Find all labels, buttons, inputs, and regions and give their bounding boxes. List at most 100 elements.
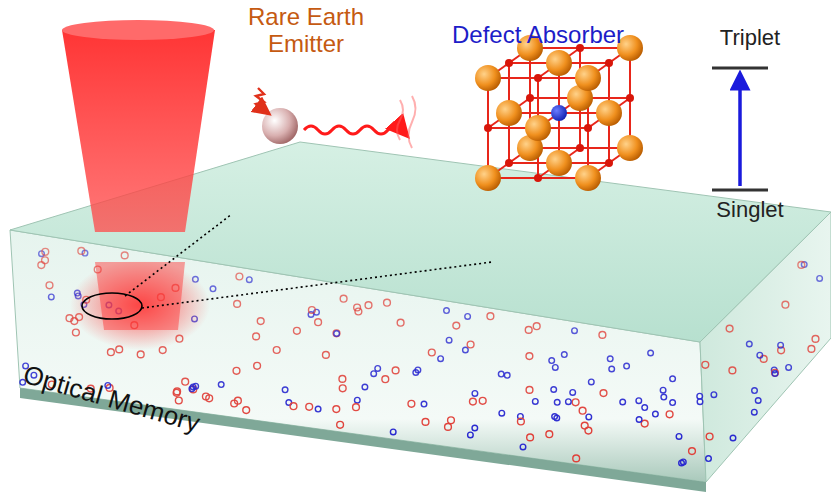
emitter-dot <box>666 411 673 418</box>
emitter-dot <box>445 424 452 431</box>
emitter-dot <box>353 404 360 411</box>
absorber-dot <box>549 358 555 364</box>
emitter-dot <box>333 330 340 337</box>
emitter-dot <box>600 390 607 397</box>
emitter-dot <box>479 397 486 404</box>
emitter-dot <box>726 325 733 332</box>
absorber-dot <box>642 405 648 411</box>
absorber-dot <box>772 371 778 377</box>
host-atom <box>525 115 551 141</box>
emitter-dot <box>121 252 128 259</box>
host-atom <box>496 100 522 126</box>
absorber-dot <box>504 373 510 379</box>
level-label: Singlet <box>695 198 805 223</box>
emitter-dot <box>339 376 346 383</box>
emitter-sphere <box>262 108 298 144</box>
absorber-dot <box>562 352 568 358</box>
emitter-dot <box>397 319 404 326</box>
absorber-dot <box>362 384 368 390</box>
host-atom <box>617 135 643 161</box>
emitter-dot <box>233 367 240 374</box>
emitter-label: Rare Earth Emitter <box>242 4 370 58</box>
emitter-dot <box>294 327 301 334</box>
emitter-dot <box>453 322 460 329</box>
absorber-dot <box>465 314 471 320</box>
absorber-dot <box>747 341 753 347</box>
emitter-dot <box>333 406 340 413</box>
absorber-dot <box>472 425 478 431</box>
emitter-dot <box>73 329 80 336</box>
absorber-label: Defect Absorber <box>452 22 672 49</box>
emitter-dot <box>729 367 736 374</box>
emitter-dot <box>254 362 261 369</box>
absorber-dot <box>697 393 703 399</box>
emitter-dot <box>182 378 189 385</box>
absorber-dot <box>551 387 557 393</box>
absorber-dot <box>413 370 419 376</box>
oxygen-atom <box>576 144 584 152</box>
absorber-dot <box>676 434 682 440</box>
emitter-dot <box>392 367 399 374</box>
emitter-dot <box>38 262 45 269</box>
emitter-dot <box>253 333 260 340</box>
absorber-dot <box>697 399 703 405</box>
absorber-dot <box>566 399 572 405</box>
emitter-dot <box>428 349 435 356</box>
emitter-dot <box>526 353 533 360</box>
oxygen-atom <box>584 124 592 132</box>
absorber-dot <box>607 356 613 362</box>
absorber-dot <box>554 400 560 406</box>
absorber-dot <box>653 411 659 417</box>
emitter-dot <box>518 418 525 425</box>
oxygen-atom <box>505 59 513 67</box>
emitter-dot <box>808 346 815 353</box>
absorber-dot <box>757 352 763 358</box>
absorber-dot <box>553 365 559 371</box>
emitter-dot <box>487 313 494 320</box>
absorber-dot <box>371 371 377 377</box>
emitter-dot <box>525 327 532 334</box>
absorber-dot <box>446 337 452 343</box>
absorber-dot <box>520 444 526 450</box>
laser-beam <box>62 30 215 232</box>
emitter-dot <box>772 369 779 376</box>
emitter-dot <box>290 403 297 410</box>
absorber-dot <box>421 401 427 407</box>
absorber-dot <box>636 398 642 404</box>
emitter-dot <box>689 448 696 455</box>
absorber-dot <box>681 459 687 465</box>
emitter-dot <box>408 400 415 407</box>
absorber-dot <box>190 384 196 390</box>
absorber-dot <box>463 347 469 353</box>
absorber-dot <box>390 429 396 435</box>
absorber-dot <box>660 387 666 393</box>
absorber-dot <box>711 392 717 398</box>
absorber-dot <box>218 382 224 388</box>
emitter-dot <box>599 332 606 339</box>
emitter-dot <box>137 351 144 358</box>
emitter-dot <box>46 282 53 289</box>
absorber-dot <box>315 406 321 412</box>
emitter-dot <box>206 395 213 402</box>
emitter-dot <box>234 301 241 308</box>
absorber-dot <box>670 400 676 406</box>
absorber-dot <box>636 417 642 423</box>
absorber-dot <box>778 342 784 348</box>
emitter-dot <box>573 455 580 462</box>
host-atom <box>546 50 572 76</box>
wavefront <box>397 96 416 148</box>
oxygen-atom <box>505 159 513 167</box>
defect-atom <box>551 105 567 121</box>
beam-glow <box>70 260 210 350</box>
emitter-dot <box>323 352 330 359</box>
host-atom <box>575 165 601 191</box>
level-line <box>712 67 768 70</box>
host-atom <box>475 65 501 91</box>
absorber-dot <box>468 432 474 438</box>
emitter-dot <box>273 347 280 354</box>
emitter-dot <box>579 407 586 414</box>
absorber-dot <box>752 409 758 415</box>
oxygen-atom <box>526 94 534 102</box>
absorber-dot <box>554 415 560 421</box>
